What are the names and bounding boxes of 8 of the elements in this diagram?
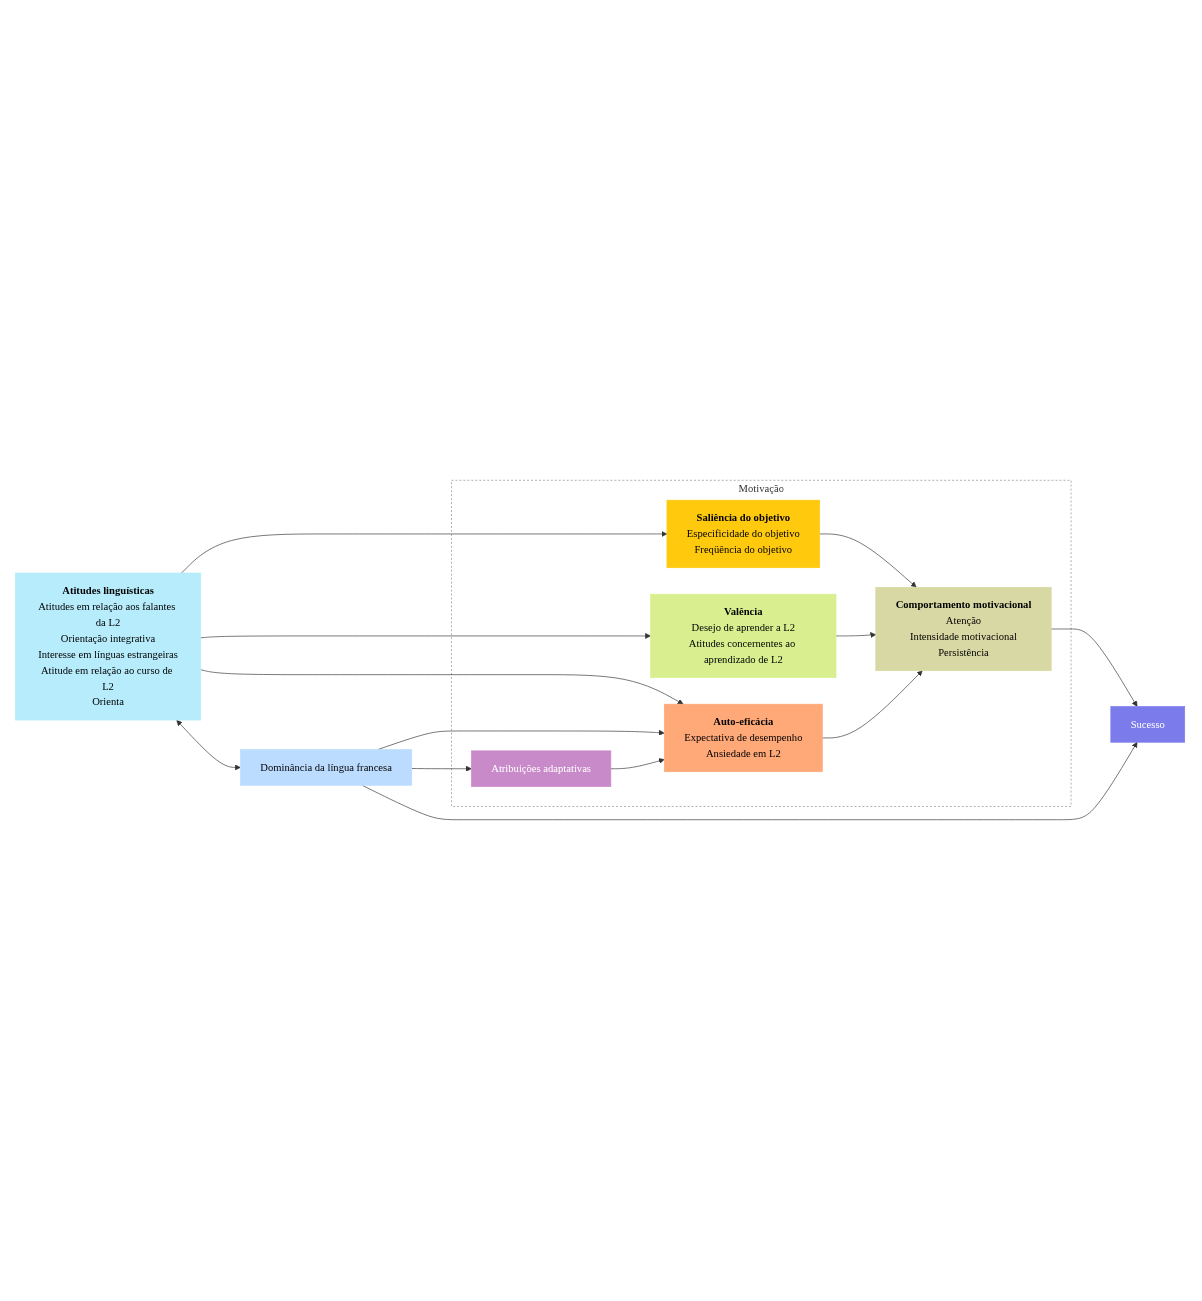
node-box: Atitudes linguísticas Atitudes em relação aos falantes da L2 Orientação integrativa Interesse em línguas estrangeiras Atitude em relação ao curso de L2 Orienta	[14, 572, 202, 721]
node-box: Comportamento motivacional Atenção Intensidade motivacional Persistência	[875, 586, 1052, 672]
node-box: Dominância da língua francesa	[240, 749, 413, 786]
node-box: Auto-eficácia Expectativa de desempenho Ansiedade em L2	[663, 703, 823, 773]
node-box: Atribuições adaptativas	[471, 750, 612, 787]
node-box: Valência Desejo de aprender a L2 Atitudes concernentes ao aprendizado de L2	[650, 593, 837, 678]
node-box: Saliência do objetivo Especificidade do objetivo Freqüência do objetivo	[666, 499, 820, 569]
node-box: Sucesso	[1110, 706, 1186, 743]
